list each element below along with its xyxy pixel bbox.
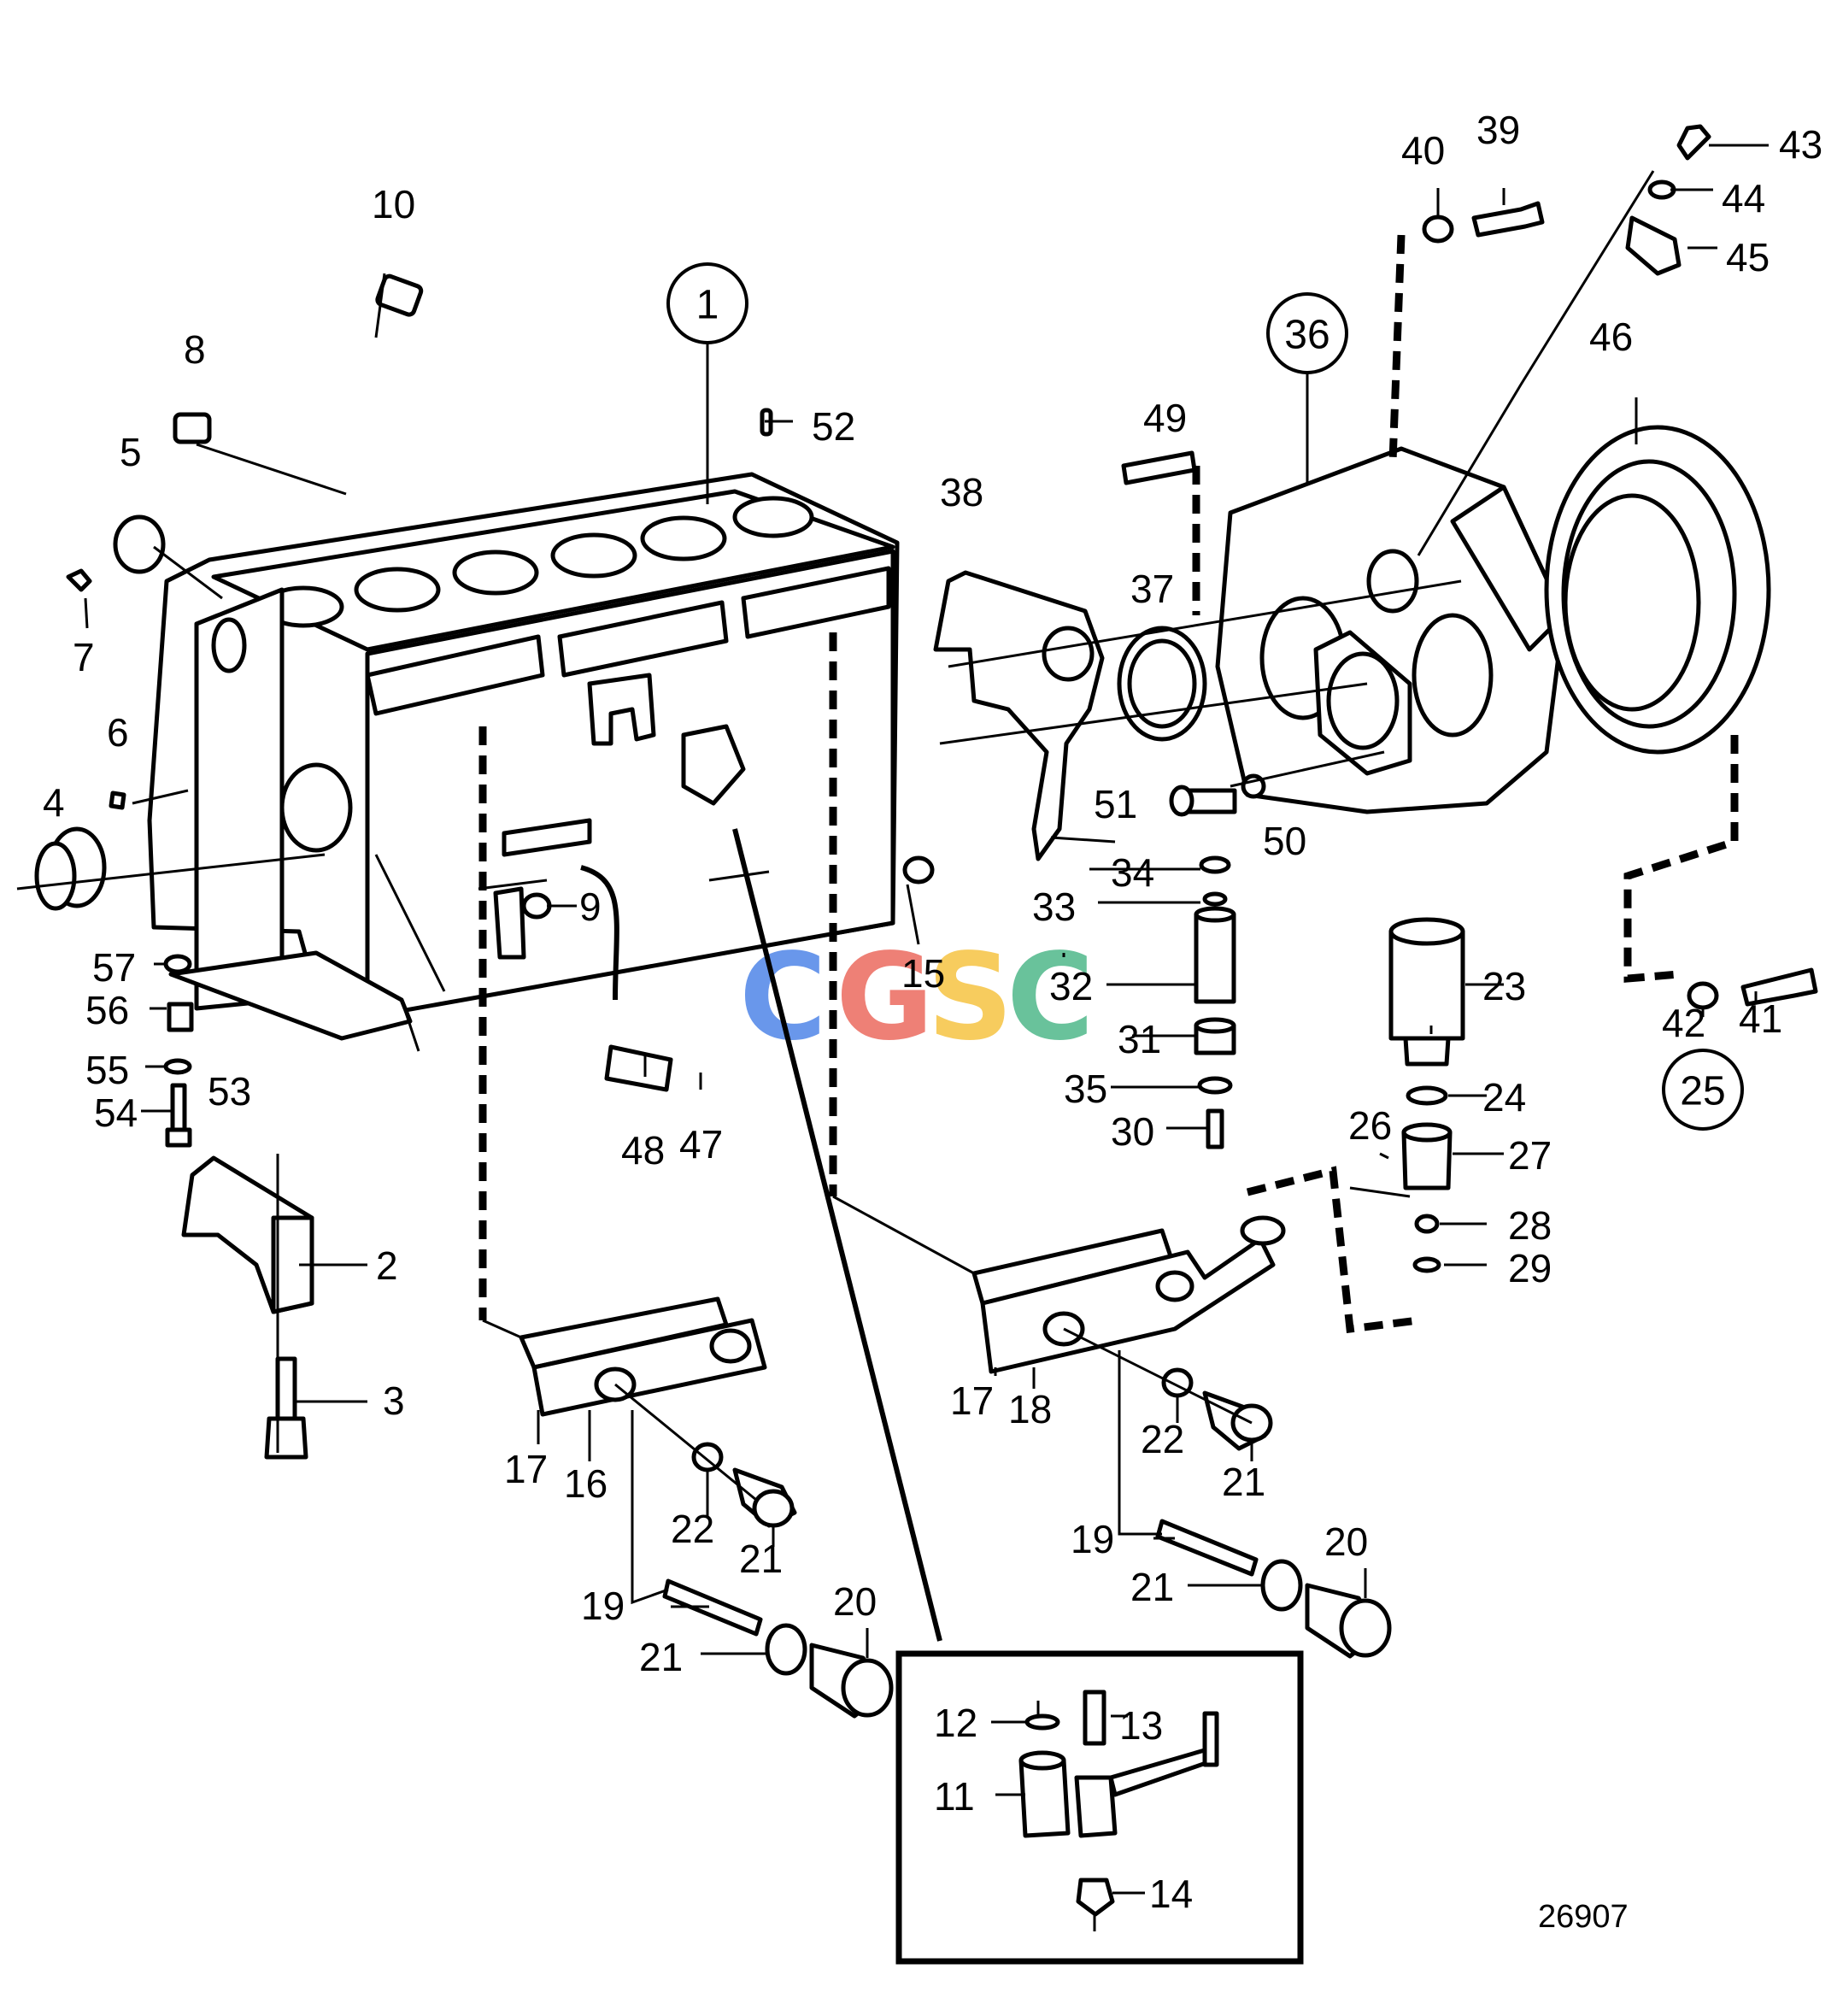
label-31: 31 [1118, 1017, 1161, 1061]
label-2: 2 [376, 1243, 398, 1288]
label-22-right: 22 [1141, 1417, 1184, 1461]
label-12: 12 [934, 1701, 977, 1745]
label-32: 32 [1049, 964, 1093, 1008]
label-27: 27 [1508, 1133, 1552, 1178]
label-6: 6 [107, 710, 129, 755]
label-5: 5 [120, 430, 142, 474]
part-labels: 10 8 5 7 6 4 57 56 55 54 53 2 3 9 15 48 … [43, 108, 1822, 1935]
label-11: 11 [934, 1774, 975, 1819]
callout-1: 1 [696, 283, 719, 328]
label-40: 40 [1401, 128, 1445, 173]
label-20-right: 20 [1324, 1519, 1368, 1564]
label-35: 35 [1064, 1067, 1107, 1111]
label-4: 4 [43, 780, 65, 825]
callout-circle-1 [666, 262, 748, 344]
watermark-letter-2: G [836, 928, 934, 1067]
bearing-cap-drawing [181, 1155, 314, 1460]
label-47: 47 [679, 1122, 723, 1167]
callout-36: 36 [1284, 313, 1329, 358]
label-8: 8 [184, 327, 206, 372]
label-41: 41 [1739, 996, 1782, 1041]
label-15: 15 [901, 951, 945, 996]
cylinder-block-drawing [147, 472, 900, 1020]
inset-detail-drawing [895, 1650, 1304, 1965]
label-37: 37 [1130, 567, 1174, 611]
label-57: 57 [92, 945, 136, 990]
label-17-right: 17 [950, 1378, 994, 1423]
watermark-letter-3: S [927, 928, 1013, 1067]
label-17-left: 17 [504, 1447, 548, 1491]
label-52: 52 [812, 404, 855, 449]
label-33: 33 [1032, 885, 1076, 929]
figure-number: 26907 [1538, 1899, 1629, 1935]
side-covers-drawing [519, 1215, 1286, 1417]
label-16: 16 [564, 1461, 607, 1506]
label-45: 45 [1726, 235, 1770, 279]
dashed-assembly-lines [478, 234, 1739, 1334]
label-19-right: 19 [1071, 1517, 1114, 1561]
label-38: 38 [940, 470, 983, 514]
label-21-left-upper: 21 [739, 1537, 783, 1581]
label-48: 48 [621, 1128, 665, 1173]
label-44: 44 [1722, 176, 1765, 220]
label-21-left-lower: 21 [639, 1635, 683, 1679]
label-13: 13 [1119, 1703, 1163, 1748]
label-28: 28 [1508, 1203, 1552, 1248]
cover-gasket-drawing [933, 570, 1207, 861]
label-26: 26 [1348, 1103, 1392, 1148]
watermark-letter-1: C [739, 928, 827, 1067]
label-21-right-upper: 21 [1222, 1460, 1265, 1504]
label-39: 39 [1476, 108, 1520, 152]
watermark: C G S C [739, 928, 1095, 1067]
flywheel-housing-drawing [1215, 425, 1771, 814]
label-9: 9 [579, 885, 602, 929]
oil-filter-drawing [1388, 917, 1465, 1273]
watermark-letter-4: C [1007, 928, 1095, 1067]
label-20-left: 20 [833, 1579, 877, 1624]
label-53: 53 [208, 1069, 251, 1114]
leader-lines [16, 144, 1769, 1931]
label-34: 34 [1111, 850, 1154, 895]
callout-circle-25 [1662, 1049, 1744, 1131]
label-22-left: 22 [671, 1507, 714, 1551]
circled-callouts: 1 36 25 [666, 262, 1744, 1131]
label-51: 51 [1094, 782, 1137, 826]
label-14: 14 [1149, 1872, 1193, 1916]
callout-circle-36 [1266, 292, 1348, 374]
label-55: 55 [85, 1048, 129, 1092]
label-50: 50 [1263, 819, 1306, 863]
callout-25: 25 [1680, 1069, 1725, 1114]
bolts-drawing [1121, 124, 1818, 1010]
label-23: 23 [1482, 964, 1526, 1008]
label-54: 54 [94, 1090, 138, 1135]
label-29: 29 [1508, 1246, 1552, 1290]
label-18: 18 [1008, 1387, 1052, 1431]
label-46: 46 [1589, 314, 1633, 359]
label-21-right-lower: 21 [1130, 1565, 1174, 1609]
sleeve-drawing [1194, 855, 1236, 1149]
label-43: 43 [1779, 122, 1822, 167]
label-7: 7 [73, 635, 95, 679]
label-30: 30 [1111, 1109, 1154, 1154]
label-3: 3 [383, 1378, 405, 1423]
label-10: 10 [372, 182, 415, 226]
label-19-left: 19 [581, 1584, 625, 1628]
label-42: 42 [1662, 1001, 1705, 1045]
label-56: 56 [85, 988, 129, 1032]
label-24: 24 [1482, 1075, 1526, 1120]
label-49: 49 [1143, 396, 1187, 440]
